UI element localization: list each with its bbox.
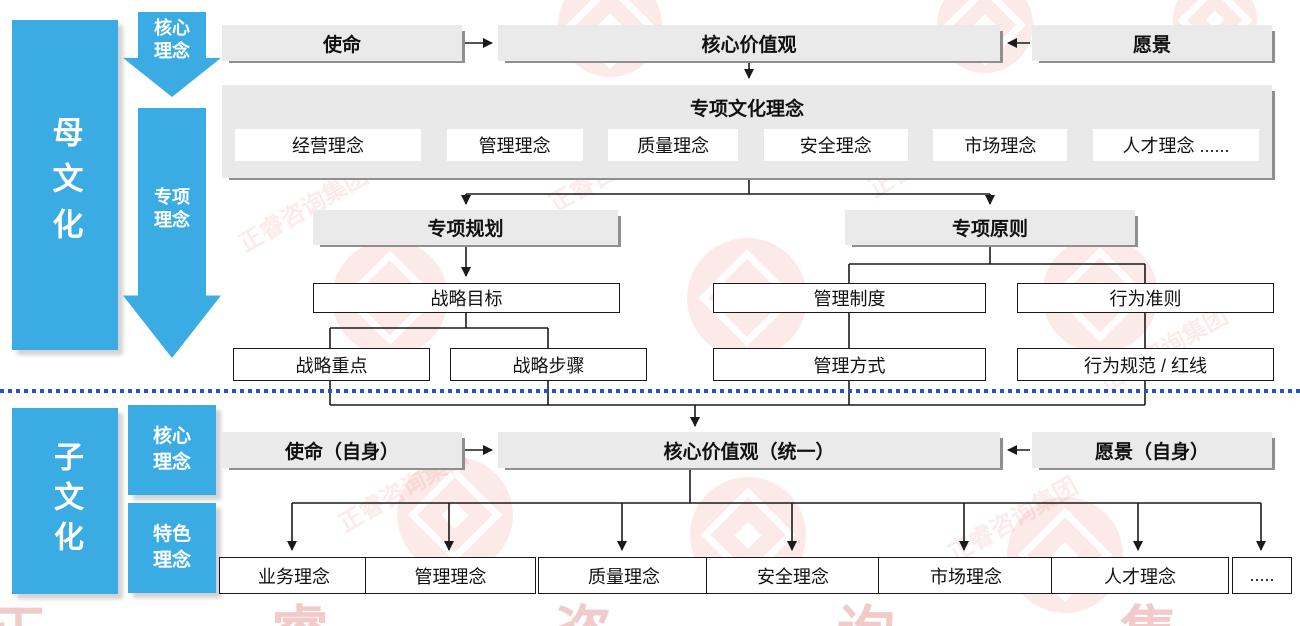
core-values-unified-box: 核心价值观（统一） (498, 432, 1000, 468)
child-culture-item-box: 质量理念 (538, 557, 710, 594)
core-idea-arrow-label: 核心理念 (154, 18, 190, 61)
culture-chip: 安全理念 (763, 129, 908, 161)
child-feature-idea-label: 特色理念 (152, 524, 191, 571)
mission-box: 使命 (222, 25, 462, 61)
culture-chip: 质量理念 (608, 129, 739, 161)
culture-chip: 经营理念 (235, 129, 421, 161)
culture-chip: 人才理念 ...... (1092, 129, 1259, 161)
management-method-box: 管理方式 (713, 348, 986, 381)
special-culture-panel-title: 专项文化理念 (689, 99, 804, 120)
child-culture-label: 子文化 (49, 441, 82, 561)
core-idea-arrow: 核心理念 (123, 12, 221, 97)
mission-self-box: 使命（自身） (222, 432, 462, 468)
child-culture-item-box: 安全理念 (706, 557, 880, 594)
strategy-steps-box: 战略步骤 (450, 348, 647, 381)
child-culture-item-box: 管理理念 (365, 557, 536, 594)
special-culture-chip-row: 经营理念 管理理念 质量理念 安全理念 市场理念 人才理念 ...... (235, 129, 1259, 161)
strategy-goal-box: 战略目标 (313, 283, 620, 313)
special-principle-box: 专项原则 (845, 210, 1135, 245)
child-culture-item-box: 业务理念 (219, 557, 369, 594)
special-idea-arrow-label: 专项理念 (154, 187, 190, 230)
behavior-code-box: 行为准则 (1017, 283, 1274, 313)
vision-self-box: 愿景（自身） (1032, 432, 1272, 468)
special-plan-box: 专项规划 (313, 210, 618, 245)
parent-child-divider (0, 389, 1300, 393)
strategy-focus-box: 战略重点 (233, 348, 430, 381)
culture-chip: 市场理念 (933, 129, 1068, 161)
child-culture-item-box: 人才理念 (1051, 557, 1229, 594)
parent-culture-label: 母文化 (47, 116, 83, 254)
child-culture-bar: 子文化 (12, 408, 118, 594)
parent-culture-bar: 母文化 (12, 20, 118, 350)
core-values-box: 核心价值观 (498, 25, 1000, 61)
vision-box: 愿景 (1032, 25, 1272, 61)
child-culture-item-box: ..... (1232, 557, 1292, 594)
management-system-box: 管理制度 (713, 283, 986, 313)
child-culture-item-box: 市场理念 (878, 557, 1054, 594)
special-culture-panel: 专项文化理念 经营理念 管理理念 质量理念 安全理念 市场理念 人才理念 ...… (222, 85, 1272, 178)
behavior-norm-box: 行为规范 / 红线 (1017, 348, 1274, 381)
child-core-idea-label: 核心理念 (152, 426, 191, 473)
culture-chip: 管理理念 (446, 129, 583, 161)
child-feature-idea-badge: 特色理念 (128, 503, 216, 593)
child-core-idea-badge: 核心理念 (128, 405, 216, 495)
